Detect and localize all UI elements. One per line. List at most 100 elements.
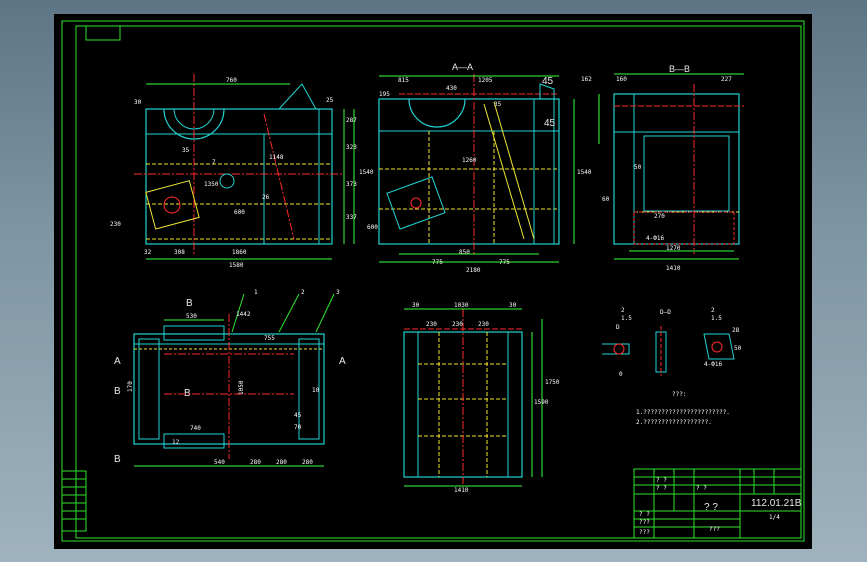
dim-1410: 1410 bbox=[666, 265, 681, 272]
dim-26: 26 bbox=[262, 194, 270, 201]
title-block-frame bbox=[633, 468, 802, 539]
dim-280-c: 280 bbox=[302, 459, 313, 466]
sheet-info: 1/4 bbox=[769, 514, 780, 521]
section-a-a-label: A—A bbox=[452, 62, 473, 72]
aa-bearing-arc bbox=[408, 98, 466, 128]
pivot-hole bbox=[163, 196, 181, 214]
mark-a-left: A bbox=[114, 356, 121, 367]
bearing-seat-inner bbox=[173, 108, 215, 130]
dim-600-aa: 600 bbox=[367, 224, 378, 231]
dim-35: 35 bbox=[182, 147, 190, 154]
section-a-a-view: A—A 815 1205 45 45 195 430 35 1260 850 1… bbox=[367, 62, 592, 274]
dim-1205: 1205 bbox=[478, 77, 493, 84]
dim-30: 30 bbox=[134, 99, 142, 106]
notes-title: ???: bbox=[672, 391, 686, 398]
balloon-leader-2 bbox=[278, 293, 300, 333]
dim-287: 287 bbox=[346, 117, 357, 124]
side-view: 30 1030 30 230 230 230 1590 1750 1410 bbox=[403, 302, 560, 494]
b-left-wall bbox=[138, 338, 160, 440]
dim-10: 10 bbox=[312, 387, 320, 394]
balloon-leader-3 bbox=[315, 293, 335, 333]
dim-50: 50 bbox=[634, 164, 642, 171]
dim-230-b: 230 bbox=[452, 321, 463, 328]
dim-230-c: 230 bbox=[478, 321, 489, 328]
balloon-2: 2 bbox=[301, 289, 305, 296]
b-right-wall bbox=[298, 338, 320, 440]
dim-1148: 1148 bbox=[269, 154, 284, 161]
shaft-hole bbox=[219, 173, 235, 189]
note-1: 1.???????????????????????. bbox=[636, 409, 730, 416]
view-b-label: B bbox=[186, 298, 193, 309]
side-right-post bbox=[507, 331, 523, 478]
dim-740: 740 bbox=[190, 425, 201, 432]
dim-308: 308 bbox=[174, 249, 185, 256]
dim-70: 70 bbox=[294, 424, 302, 431]
dim-775-left: 775 bbox=[432, 259, 443, 266]
dim-850: 850 bbox=[459, 249, 470, 256]
corner-stamp-box bbox=[85, 25, 121, 41]
dim-1030: 1030 bbox=[454, 302, 469, 309]
detail-15-b: 1.5 bbox=[711, 315, 722, 322]
b-top-plate bbox=[163, 325, 225, 341]
front-top-bracket bbox=[278, 83, 317, 110]
detail-left-hole bbox=[613, 343, 625, 355]
dim-60: 60 bbox=[602, 196, 610, 203]
drawing-sheet: 760 30 25 287 323 373 337 1540 35 7 1148… bbox=[61, 20, 805, 542]
dim-1442: 1442 bbox=[236, 311, 251, 318]
front-view: 760 30 25 287 323 373 337 1540 35 7 1148… bbox=[110, 74, 374, 269]
dim-45-top: 45 bbox=[542, 76, 554, 87]
dim-1540-aa: 1540 bbox=[577, 169, 592, 176]
swing-plate bbox=[145, 180, 200, 230]
dim-1540: 1540 bbox=[359, 169, 374, 176]
outer-border bbox=[61, 20, 805, 542]
dim-162: 162 bbox=[581, 76, 592, 83]
dim-1750: 1750 bbox=[545, 379, 560, 386]
revision-strip-box bbox=[61, 470, 87, 532]
cad-drawing-viewport[interactable]: 760 30 25 287 323 373 337 1540 35 7 1148… bbox=[54, 14, 812, 549]
mark-b-left: B bbox=[114, 386, 121, 397]
balloon-3: 3 bbox=[336, 289, 340, 296]
b-bottom-plate bbox=[163, 433, 225, 449]
detail-left-bracket bbox=[602, 343, 630, 355]
dim-540: 540 bbox=[214, 459, 225, 466]
aa-diagonal2 bbox=[493, 101, 535, 240]
aa-side-plate bbox=[539, 83, 555, 244]
title-block: 112.01.21B ? ? ??? 1/4 ? ? ? ? ? ? ??? ?… bbox=[633, 468, 802, 539]
detail-15-a: 1.5 bbox=[621, 315, 632, 322]
dim-45-right: 45 bbox=[544, 118, 556, 129]
dim-1590: 1590 bbox=[534, 399, 549, 406]
bb-frame bbox=[613, 93, 740, 245]
dim-755: 755 bbox=[264, 335, 275, 342]
dim-25: 25 bbox=[326, 97, 334, 104]
dim-600: 600 bbox=[234, 209, 245, 216]
tb-row-5: ??? bbox=[639, 529, 650, 536]
side-left-post bbox=[403, 331, 419, 478]
tb-row-3: ? ? bbox=[639, 511, 650, 518]
inner-border bbox=[75, 25, 802, 539]
dim-30-b: 30 bbox=[509, 302, 517, 309]
aa-frame bbox=[378, 98, 560, 245]
dim-1580: 1580 bbox=[229, 262, 244, 269]
dim-280-b: 280 bbox=[276, 459, 287, 466]
bb-left-wall bbox=[613, 93, 635, 245]
front-diagonal-axis bbox=[263, 113, 295, 240]
section-b-b-label: B—B bbox=[669, 64, 690, 74]
detail-right-hole bbox=[711, 341, 723, 353]
tb-row-1: ? ? bbox=[656, 485, 667, 492]
bearing-seat-arc bbox=[163, 108, 225, 140]
section-d-d-label: D—D bbox=[660, 309, 671, 316]
detail-0: 0 bbox=[619, 371, 623, 378]
detail-right-bracket bbox=[703, 333, 735, 360]
aa-diagonal bbox=[483, 103, 525, 240]
aa-swing-plate bbox=[386, 176, 446, 230]
dim-530: 530 bbox=[186, 313, 197, 320]
dim-1350: 1350 bbox=[204, 181, 219, 188]
aa-pivot-hole bbox=[410, 197, 422, 209]
top-view-b: B A A B B B 1 2 3 530 1442 755 170 1050 … bbox=[114, 289, 346, 467]
section-b-b-view: B—B 162 160 227 50 60 270 1270 1410 4-Ф1… bbox=[581, 64, 744, 272]
detail-views: D—D 2 1.5 D 0 2 1.5 28 50 4-Ф16 bbox=[602, 307, 742, 378]
dim-1860: 1860 bbox=[232, 249, 247, 256]
dim-430: 430 bbox=[446, 85, 457, 92]
bb-window bbox=[643, 135, 730, 212]
dim-270: 270 bbox=[654, 213, 665, 220]
